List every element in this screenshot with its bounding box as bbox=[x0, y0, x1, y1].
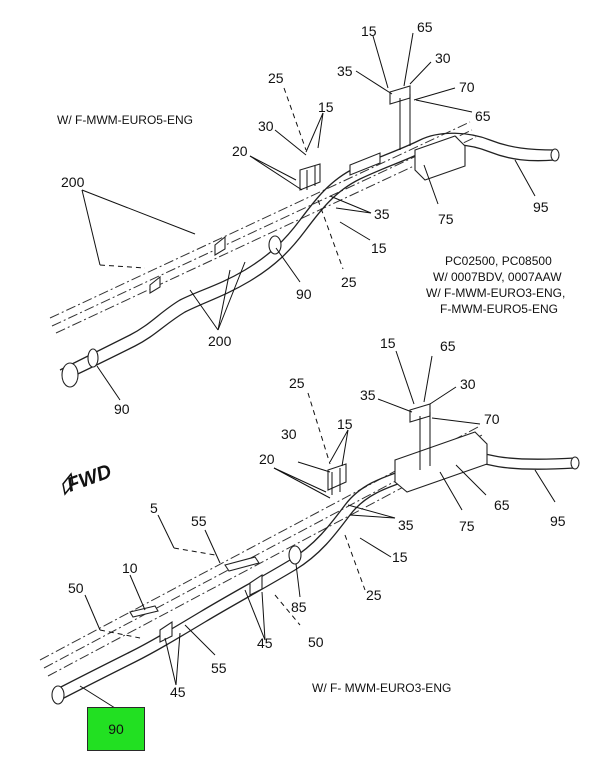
callout: 15 bbox=[337, 416, 353, 432]
pipe-end bbox=[61, 362, 79, 388]
callout: 45 bbox=[170, 684, 186, 700]
callout: 25 bbox=[366, 587, 382, 603]
highlighted-part-label: 90 bbox=[108, 721, 124, 737]
frame-rail-line bbox=[51, 129, 473, 327]
callout: 20 bbox=[232, 143, 248, 159]
callout: 55 bbox=[211, 660, 227, 676]
fwd-label: FWD bbox=[64, 460, 114, 496]
callout: 50 bbox=[68, 580, 84, 596]
muffler-section bbox=[349, 152, 381, 176]
bracket bbox=[299, 163, 321, 191]
upper-leaders bbox=[81, 32, 536, 401]
callout: 200 bbox=[208, 333, 232, 349]
callout: 65 bbox=[475, 108, 491, 124]
callout: 35 bbox=[398, 517, 414, 533]
frame-rail-line bbox=[55, 136, 477, 334]
lower-callouts: 15 65 25 35 30 15 70 30 20 65 95 35 75 5… bbox=[68, 335, 566, 700]
callout: 90 bbox=[114, 401, 130, 417]
callout: 65 bbox=[440, 338, 456, 354]
callout: 20 bbox=[259, 451, 275, 467]
callout: 65 bbox=[417, 19, 433, 35]
clamp bbox=[288, 545, 302, 565]
callout: 25 bbox=[341, 274, 357, 290]
callout: 50 bbox=[308, 634, 324, 650]
upper-view-drawing: 15 65 35 30 70 65 25 15 30 20 35 75 95 2… bbox=[49, 19, 565, 417]
callout: 70 bbox=[484, 411, 500, 427]
lower-leaders bbox=[79, 350, 556, 709]
applicability-line: F-MWM-EURO5-ENG bbox=[440, 302, 558, 316]
bracket bbox=[327, 463, 347, 491]
frame-rail-line bbox=[49, 121, 471, 319]
exhaust-pipe bbox=[59, 132, 556, 371]
clamp-bracket bbox=[159, 620, 173, 643]
fwd-indicator: FWD bbox=[62, 460, 115, 497]
callout: 65 bbox=[494, 497, 510, 513]
fwd-arrow-icon bbox=[62, 472, 74, 496]
callout: 5 bbox=[150, 500, 158, 516]
callout: 200 bbox=[61, 174, 85, 190]
applicability-line: W/ 0007BDV, 0007AAW bbox=[433, 270, 562, 284]
callout: 25 bbox=[268, 70, 284, 86]
callout: 90 bbox=[296, 286, 312, 302]
callout: 15 bbox=[318, 99, 334, 115]
callout: 35 bbox=[374, 206, 390, 222]
callout: 55 bbox=[191, 513, 207, 529]
lower-view-caption: W/ F- MWM-EURO3-ENG bbox=[312, 681, 451, 695]
exhaust-pipe bbox=[64, 144, 556, 381]
callout: 95 bbox=[533, 199, 549, 215]
callout: 45 bbox=[257, 635, 273, 651]
callout: 10 bbox=[122, 560, 138, 576]
callout: 30 bbox=[435, 50, 451, 66]
callout: 30 bbox=[281, 426, 297, 442]
pipe-end bbox=[51, 685, 65, 705]
callout: 85 bbox=[291, 599, 307, 615]
upper-view-caption: W/ F-MWM-EURO5-ENG bbox=[57, 113, 193, 127]
bracket bbox=[214, 235, 226, 256]
callout: 35 bbox=[360, 387, 376, 403]
tailpipe-end bbox=[570, 456, 580, 470]
callout: 75 bbox=[459, 518, 475, 534]
bracket bbox=[149, 275, 161, 294]
callout: 15 bbox=[392, 549, 408, 565]
bolt bbox=[129, 605, 159, 618]
applicability-line: PC02500, PC08500 bbox=[445, 254, 552, 268]
callout: 35 bbox=[337, 63, 353, 79]
applicability-line: W/ F-MWM-EURO3-ENG, bbox=[426, 286, 565, 300]
mounting-bracket bbox=[394, 431, 488, 493]
clamp-bracket bbox=[249, 573, 263, 596]
callout: 70 bbox=[459, 79, 475, 95]
clamp bbox=[87, 348, 99, 368]
callout: 15 bbox=[371, 240, 387, 256]
callout: 30 bbox=[460, 376, 476, 392]
tailpipe-end bbox=[550, 148, 560, 162]
mounting-bracket bbox=[414, 135, 466, 181]
highlighted-part-90[interactable]: 90 bbox=[87, 707, 145, 751]
clamp bbox=[268, 235, 282, 255]
callout: 75 bbox=[438, 211, 454, 227]
callout: 15 bbox=[361, 23, 377, 39]
callout: 95 bbox=[550, 513, 566, 529]
callout: 15 bbox=[380, 335, 396, 351]
applicability-note: PC02500, PC08500 W/ 0007BDV, 0007AAW W/ … bbox=[426, 254, 565, 316]
lower-view-drawing: 15 65 25 35 30 15 70 30 20 65 95 35 75 5… bbox=[39, 335, 580, 709]
callout: 25 bbox=[289, 375, 305, 391]
callout: 30 bbox=[258, 118, 274, 134]
upper-callouts: 15 65 35 30 70 65 25 15 30 20 35 75 95 2… bbox=[61, 19, 549, 417]
bolt bbox=[224, 556, 260, 572]
